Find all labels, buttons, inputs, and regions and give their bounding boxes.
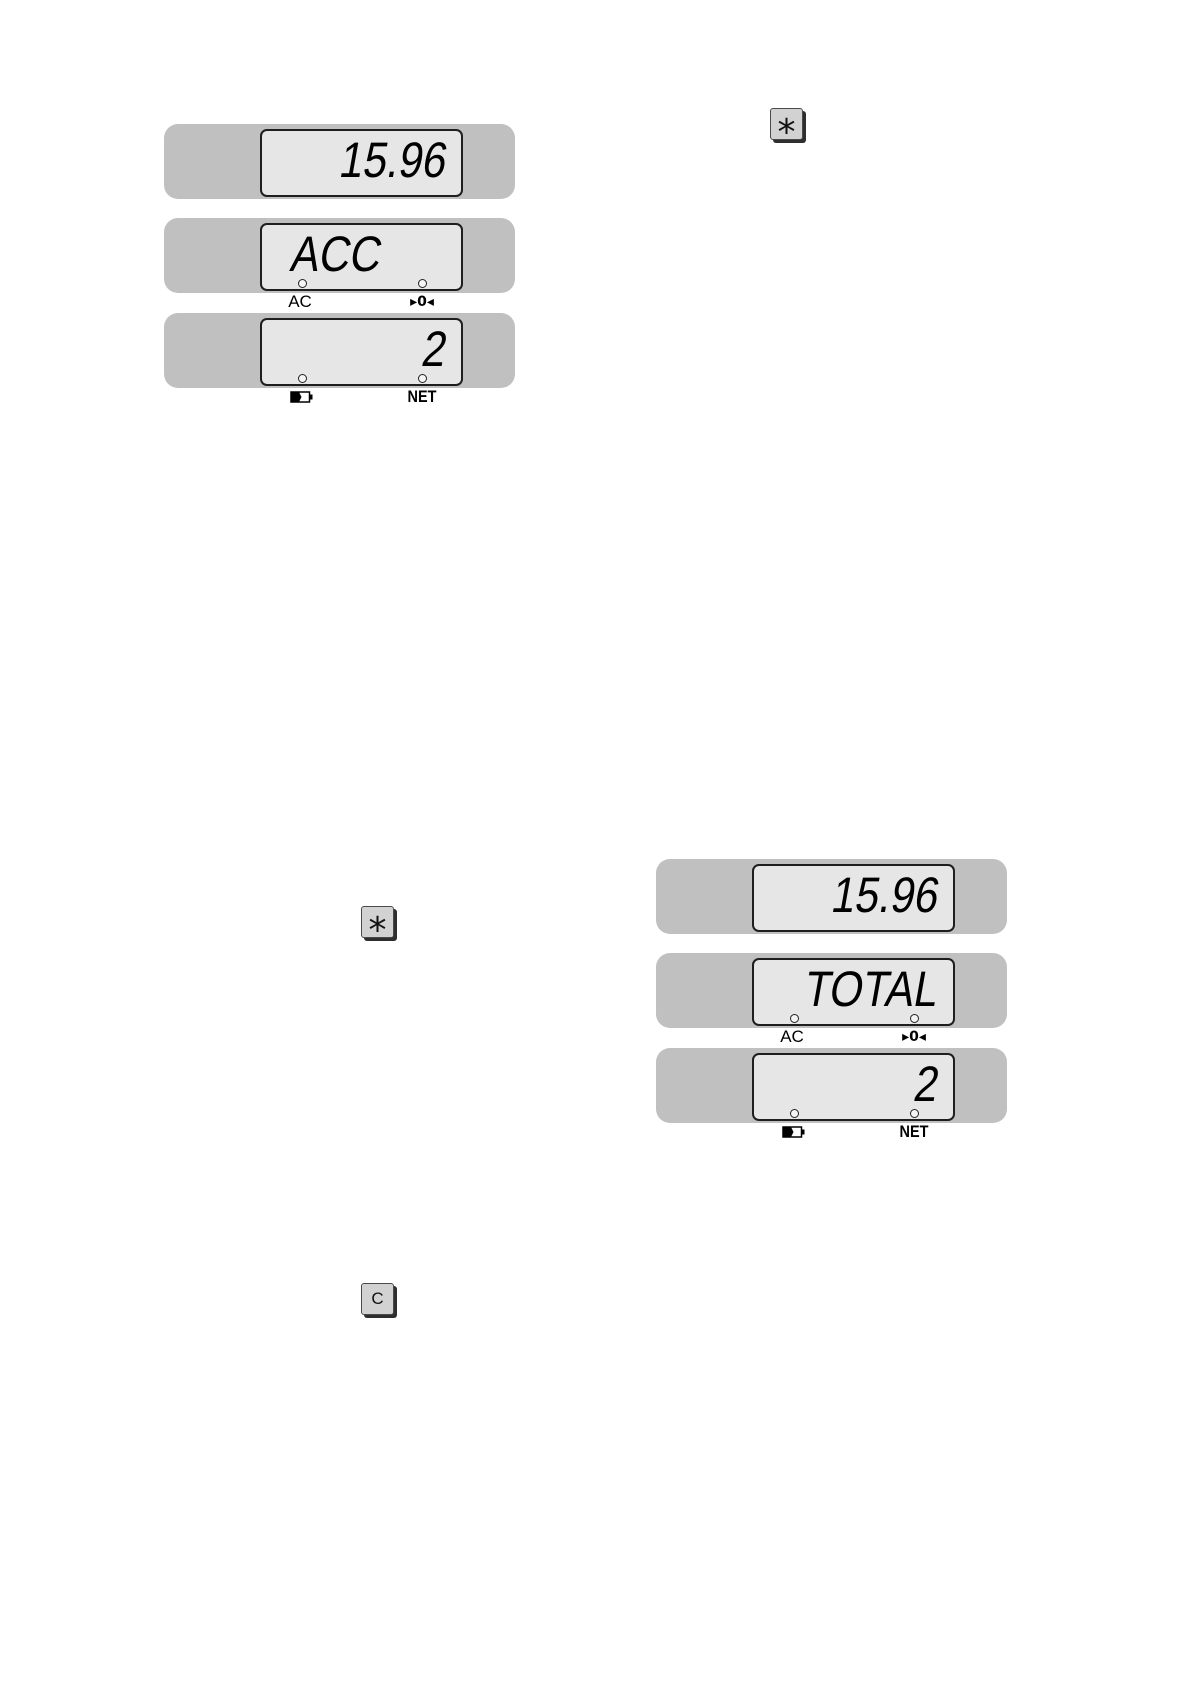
mode-readout: ACC: [288, 229, 387, 279]
asterisk-key: *: [361, 906, 394, 938]
ac-indicator: [298, 279, 307, 288]
mode-readout: TOTAL: [802, 964, 944, 1014]
battery-icon: [782, 1126, 806, 1138]
ac-indicator: [790, 1014, 799, 1023]
weight-panel: 15.96: [656, 859, 1007, 934]
count-lcd: 2: [260, 318, 463, 386]
weight-panel: 15.96: [164, 124, 515, 199]
asterisk-key-label: *: [771, 118, 802, 148]
ac-label: AC: [270, 293, 330, 311]
battery-indicator: [298, 374, 307, 383]
scale-display-total: 15.96 TOTAL AC ▸0◂ 2 NET: [656, 859, 1007, 1151]
net-label: NET: [397, 388, 448, 406]
mode-lcd: ACC: [260, 223, 463, 291]
battery-icon: [290, 391, 314, 403]
zero-label: ▸0◂: [392, 293, 452, 311]
c-key: C: [361, 1283, 394, 1315]
count-panel: 2: [656, 1048, 1007, 1123]
count-readout: 2: [419, 324, 451, 374]
count-readout: 2: [911, 1059, 943, 1109]
ac-label: AC: [762, 1028, 822, 1046]
c-key-label: C: [362, 1284, 393, 1314]
net-label: NET: [889, 1123, 940, 1141]
net-indicator: [418, 374, 427, 383]
asterisk-key: *: [770, 108, 803, 140]
weight-lcd: 15.96: [752, 864, 955, 932]
scale-display-acc: 15.96 ACC AC ▸0◂ 2 NET: [164, 124, 515, 416]
zero-indicator: [910, 1014, 919, 1023]
mode-panel: ACC: [164, 218, 515, 293]
zero-indicator: [418, 279, 427, 288]
net-indicator: [910, 1109, 919, 1118]
count-lcd: 2: [752, 1053, 955, 1121]
weight-readout: 15.96: [336, 135, 451, 185]
zero-label: ▸0◂: [884, 1028, 944, 1046]
weight-readout: 15.96: [828, 870, 943, 920]
asterisk-key-label: *: [362, 916, 393, 946]
mode-panel: TOTAL: [656, 953, 1007, 1028]
battery-indicator: [790, 1109, 799, 1118]
count-panel: 2: [164, 313, 515, 388]
mode-lcd: TOTAL: [752, 958, 955, 1026]
weight-lcd: 15.96: [260, 129, 463, 197]
